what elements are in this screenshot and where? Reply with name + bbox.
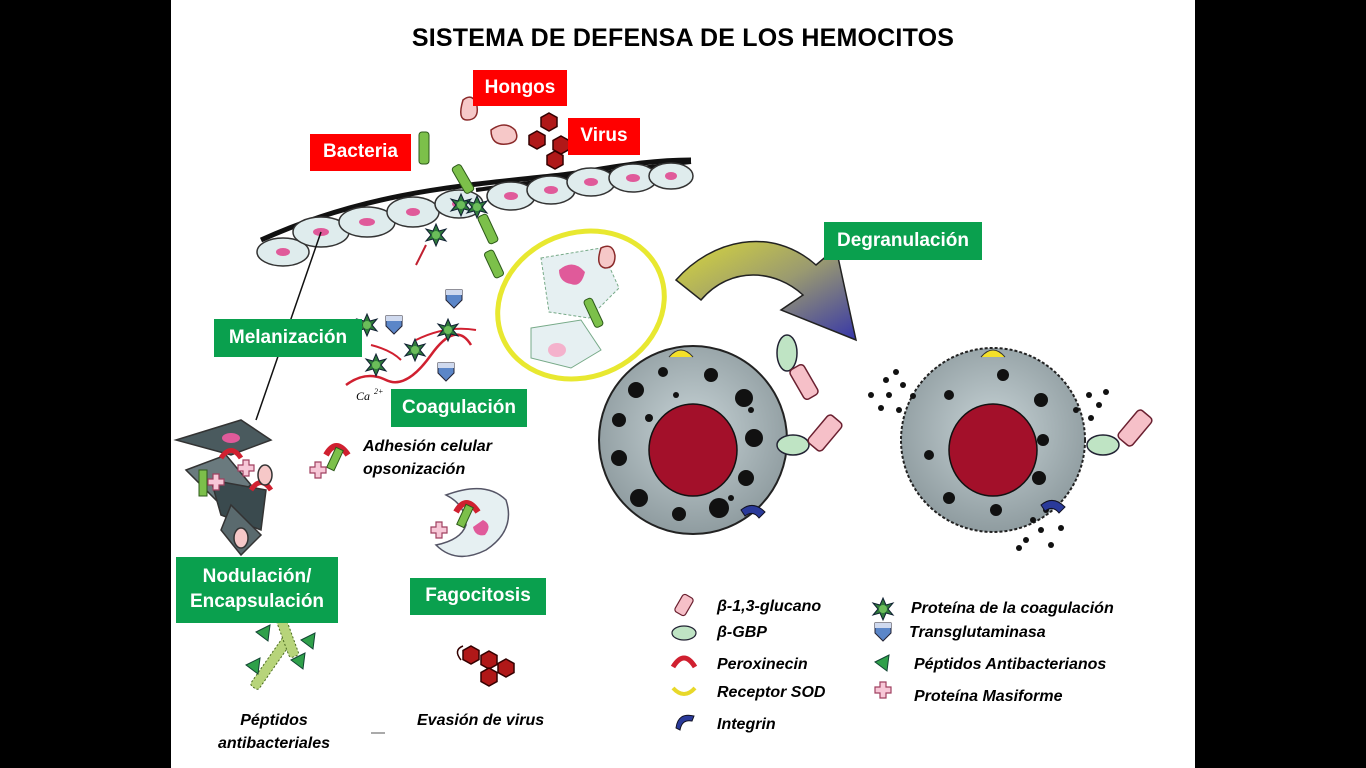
nodulacion-line1: Nodulación/ (202, 566, 312, 588)
legend-item-glucano: β-1,3-glucano (717, 598, 822, 615)
virus-label: Virus (568, 118, 640, 155)
peptidos-caption: Péptidos antibacteriales (209, 709, 339, 755)
highlighted-hemocyte (495, 228, 667, 382)
melanizacion-label: Melanización (214, 319, 362, 357)
virus-shapes (528, 112, 570, 170)
hemocyte-after-degranulation (868, 347, 1153, 551)
degranulation-arrow (674, 240, 858, 342)
degranulacion-label: Degranulación (824, 222, 982, 260)
legend-item-integrin: Integrin (717, 716, 776, 733)
adhesion-icon (309, 443, 351, 479)
bacteria-shapes (418, 131, 504, 279)
phagocytosis-icon (430, 487, 510, 558)
adhesion-line1: Adhesión celular (363, 438, 492, 455)
peptidos-line2: antibacteriales (217, 735, 331, 753)
adhesion-line2: opsonización (363, 461, 466, 479)
evasion-caption: Evasión de virus (417, 712, 545, 729)
virus-evasion-icon (456, 645, 515, 687)
svg-text:2+: 2+ (374, 387, 383, 396)
legend-item-proteina-masiforme: Proteína Masiforme (914, 688, 1063, 705)
hongos-label: Hongos (473, 70, 567, 106)
nodulacion-label: Nodulación/ Encapsulación (176, 557, 338, 623)
legend-item-receptor-sod: Receptor SOD (717, 684, 826, 701)
calcium-label: Ca (356, 389, 370, 403)
peptidos-line1: Péptidos (240, 712, 308, 729)
adhesion-caption: Adhesión celular opsonización (363, 435, 492, 481)
coagulacion-label: Coagulación (391, 389, 527, 427)
legend-item-peptidos-antibacterianos: Péptidos Antibacterianos (914, 656, 1107, 673)
nodule-cluster (173, 419, 274, 557)
page-title: SISTEMA DE DEFENSA DE LOS HEMOCITOS (411, 24, 955, 52)
legend-item-proteina-coagulacion: Proteína de la coagulación (911, 600, 1114, 617)
nodulacion-line2: Encapsulación (189, 591, 325, 612)
legend-item-transglutaminasa: Transglutaminasa (909, 624, 1046, 641)
slide: Ca 2+ (171, 0, 1195, 768)
coagulation-cluster: Ca 2+ (345, 289, 477, 403)
diagram-illustration: Ca 2+ (173, 96, 1153, 734)
bacteria-label: Bacteria (310, 134, 411, 171)
hemocyte-before-degranulation (598, 334, 843, 535)
legend-icons (670, 593, 894, 731)
legend-item-peroxinecin: Peroxinecin (717, 656, 808, 673)
fagocitosis-label: Fagocitosis (410, 578, 546, 615)
legend-item-gbp: β-GBP (717, 624, 767, 641)
clotting-cluster (415, 193, 488, 266)
